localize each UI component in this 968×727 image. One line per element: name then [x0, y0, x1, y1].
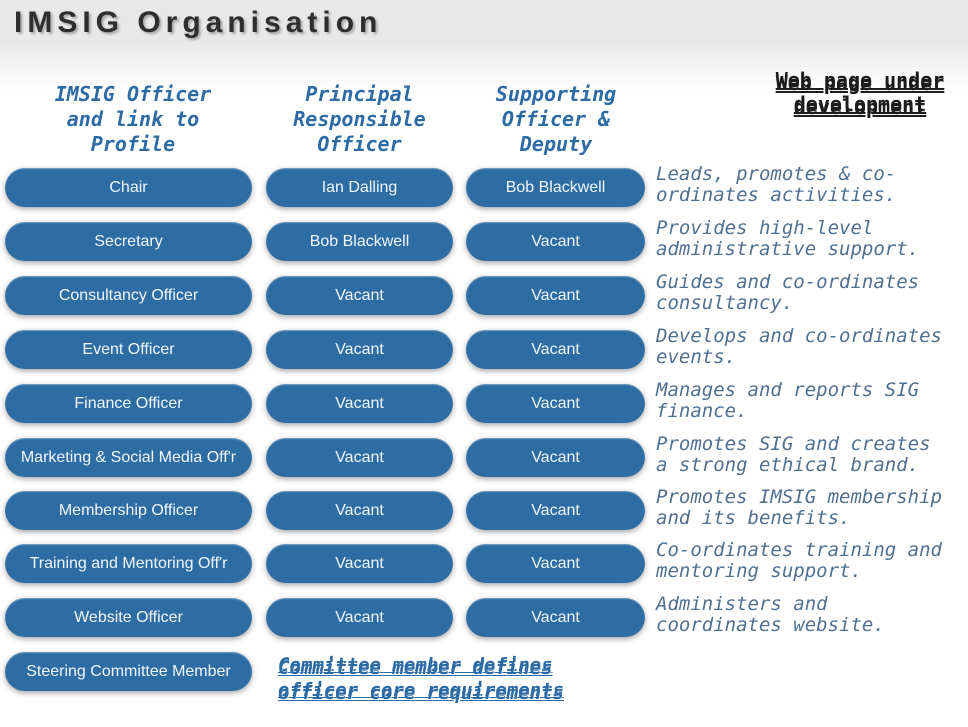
web-page-under-development-note: Web page under development Web page unde… — [730, 68, 968, 119]
supporting-pill: Bob Blackwell — [466, 168, 645, 207]
officer-pill-label: Event Officer — [82, 340, 175, 358]
role-description: Promotes IMSIG membership and its benefi… — [656, 486, 942, 529]
principal-pill: Vacant — [266, 276, 453, 315]
org-row-consultancy: Consultancy Officer Vacant Vacant Guides… — [0, 272, 968, 316]
officer-pill-marketing[interactable]: Marketing & Social Media Off'r — [5, 438, 252, 477]
principal-pill-label: Vacant — [335, 501, 384, 519]
supporting-pill-label: Vacant — [531, 448, 580, 466]
principal-pill-label: Vacant — [335, 554, 384, 572]
principal-pill-label: Ian Dalling — [321, 178, 398, 196]
supporting-pill: Vacant — [466, 491, 645, 530]
officer-pill-secretary[interactable]: Secretary — [5, 222, 252, 261]
principal-pill-label: Vacant — [335, 608, 384, 626]
officer-pill-consultancy[interactable]: Consultancy Officer — [5, 276, 252, 315]
web-note-text-ghost: Web page under development — [775, 71, 945, 119]
supporting-pill-label: Bob Blackwell — [505, 178, 606, 196]
supporting-pill: Vacant — [466, 276, 645, 315]
org-row-membership: Membership Officer Vacant Vacant Promote… — [0, 487, 968, 531]
officer-pill-chair[interactable]: Chair — [5, 168, 252, 207]
supporting-pill: Vacant — [466, 384, 645, 423]
supporting-pill-label: Vacant — [531, 394, 580, 412]
role-description: Develops and co-ordinates events. — [656, 325, 942, 368]
principal-pill: Vacant — [266, 438, 453, 477]
org-row-chair: Chair Ian Dalling Bob Blackwell Leads, p… — [0, 164, 968, 208]
committee-note: Committee member defines officer core re… — [278, 653, 598, 704]
officer-pill-event[interactable]: Event Officer — [5, 330, 252, 369]
officer-pill-membership[interactable]: Membership Officer — [5, 491, 252, 530]
supporting-pill-label: Vacant — [531, 286, 580, 304]
principal-pill-label: Vacant — [335, 340, 384, 358]
principal-pill: Vacant — [266, 384, 453, 423]
org-row-event: Event Officer Vacant Vacant Develops and… — [0, 326, 968, 370]
committee-note-text-ghost: Committee member defines officer core re… — [278, 657, 564, 704]
principal-pill-label: Vacant — [335, 394, 384, 412]
role-description: Manages and reports SIG finance. — [656, 379, 920, 422]
supporting-pill-label: Vacant — [531, 501, 580, 519]
principal-pill: Vacant — [266, 491, 453, 530]
role-description: Leads, promotes & co- ordinates activiti… — [656, 163, 897, 206]
officer-pill-finance[interactable]: Finance Officer — [5, 384, 252, 423]
principal-pill: Ian Dalling — [266, 168, 453, 207]
principal-pill-label: Vacant — [335, 286, 384, 304]
principal-pill-label: Bob Blackwell — [309, 232, 410, 250]
org-row-training: Training and Mentoring Off'r Vacant Vaca… — [0, 540, 968, 584]
officer-pill-label: Marketing & Social Media Off'r — [20, 448, 237, 466]
supporting-pill-label: Vacant — [531, 232, 580, 250]
officer-pill-label: Chair — [109, 178, 148, 196]
supporting-pill: Vacant — [466, 438, 645, 477]
role-description: Administers and coordinates website. — [656, 593, 885, 636]
principal-pill: Vacant — [266, 544, 453, 583]
role-description: Provides high-level administrative suppo… — [656, 217, 920, 260]
supporting-pill: Vacant — [466, 544, 645, 583]
officer-pill-label: Training and Mentoring Off'r — [29, 554, 228, 572]
officer-pill-label: Finance Officer — [74, 394, 183, 412]
committee-note-text: Committee member defines officer core re… — [278, 654, 564, 701]
principal-pill: Bob Blackwell — [266, 222, 453, 261]
principal-pill: Vacant — [266, 330, 453, 369]
officer-pill-label: Steering Committee Member — [26, 662, 231, 680]
officer-pill-label: Membership Officer — [58, 501, 199, 519]
role-description: Promotes SIG and creates a strong ethica… — [656, 433, 931, 476]
officer-pill-steering-committee[interactable]: Steering Committee Member — [5, 652, 252, 691]
supporting-pill-label: Vacant — [531, 554, 580, 572]
web-note-text: Web page under development — [775, 68, 945, 116]
org-row-finance: Finance Officer Vacant Vacant Manages an… — [0, 380, 968, 424]
supporting-pill: Vacant — [466, 598, 645, 637]
supporting-pill-label: Vacant — [531, 340, 580, 358]
column-header-officer: IMSIG Officer and link to Profile — [54, 82, 212, 156]
supporting-pill: Vacant — [466, 330, 645, 369]
officer-pill-website[interactable]: Website Officer — [5, 598, 252, 637]
principal-pill: Vacant — [266, 598, 453, 637]
role-description: Guides and co-ordinates consultancy. — [656, 271, 920, 314]
officer-pill-label: Consultancy Officer — [58, 286, 199, 304]
supporting-pill: Vacant — [466, 222, 645, 261]
column-header-supporting: Supporting Officer & Deputy — [495, 82, 617, 156]
officer-pill-label: Website Officer — [74, 608, 183, 626]
officer-pill-training[interactable]: Training and Mentoring Off'r — [5, 544, 252, 583]
role-description: Co-ordinates training and mentoring supp… — [656, 539, 942, 582]
supporting-pill-label: Vacant — [531, 608, 580, 626]
org-row-website: Website Officer Vacant Vacant Administer… — [0, 594, 968, 638]
org-row-marketing: Marketing & Social Media Off'r Vacant Va… — [0, 434, 968, 478]
principal-pill-label: Vacant — [335, 448, 384, 466]
org-row-secretary: Secretary Bob Blackwell Vacant Provides … — [0, 218, 968, 262]
page-title: IMSIG Organisation — [14, 6, 383, 39]
column-header-principal: Principal Responsible Officer — [293, 82, 426, 156]
officer-pill-label: Secretary — [94, 232, 163, 250]
org-row-steering: Steering Committee Member Committee memb… — [0, 652, 968, 704]
